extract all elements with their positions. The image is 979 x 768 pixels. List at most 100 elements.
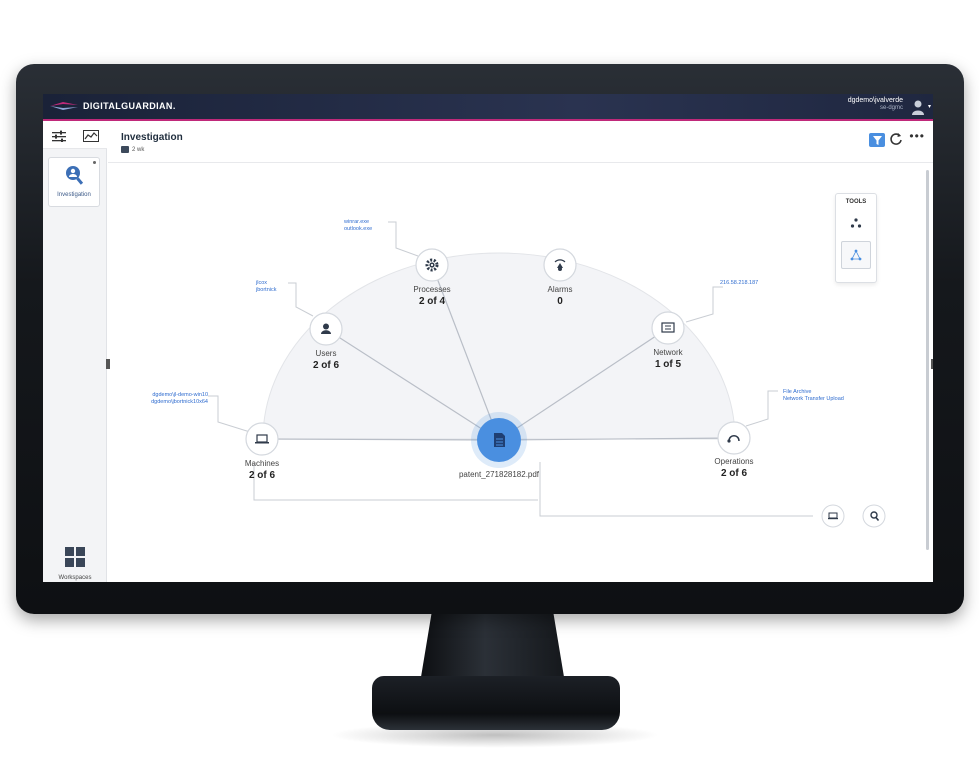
document-icon <box>494 433 505 447</box>
vertical-scrollbar[interactable] <box>926 170 929 550</box>
monitor-neck <box>420 613 565 683</box>
edge-users <box>325 328 500 441</box>
investigation-tile[interactable]: Investigation <box>48 157 100 207</box>
user-name: dgdemo\jvalverde <box>847 97 903 104</box>
tile-indicator <box>93 161 96 164</box>
workspaces-button[interactable]: Workspaces <box>53 546 97 582</box>
tools-panel: TOOLS <box>835 193 877 283</box>
node-count: 2 of 6 <box>312 360 340 371</box>
leaf-item[interactable]: jbortnick <box>256 287 277 293</box>
connector-line <box>253 464 538 501</box>
sliders-icon[interactable] <box>51 130 67 142</box>
laptop-icon <box>828 512 838 520</box>
node-label-alarms[interactable]: Alarms 0 <box>515 285 605 307</box>
gear-icon <box>425 258 439 272</box>
leaf-list-machines: dgdemo\jl-demo-win10 dgdemo\jbortnick10x… <box>138 392 208 406</box>
leaf-item[interactable]: Network Transfer Upload <box>783 396 844 402</box>
user-domain: se-dgmc <box>879 105 903 111</box>
node-label-processes[interactable]: Processes 2 of 4 <box>387 285 477 307</box>
calendar-icon <box>121 146 129 153</box>
triangle-network-icon <box>850 249 862 261</box>
investigation-icon <box>66 166 84 185</box>
node-name: Alarms <box>547 285 573 294</box>
layout-icon <box>850 218 862 228</box>
connector-line-2 <box>539 462 813 517</box>
app-logo[interactable]: DIGITALGUARDIAN. <box>49 100 176 112</box>
edge-processes <box>431 264 500 441</box>
time-range[interactable]: 2 wk <box>121 146 144 153</box>
leaf-item[interactable]: dgdemo\jl-demo-win10 <box>152 392 208 398</box>
node-label-operations[interactable]: Operations 2 of 6 <box>689 457 779 479</box>
node-name: Processes <box>413 285 451 294</box>
app-screen: DIGITALGUARDIAN. dgdemo\jvalverde se-dgm… <box>43 94 933 582</box>
chart-icon[interactable] <box>83 129 99 142</box>
node-circles <box>245 248 751 456</box>
grid-icon <box>65 547 85 567</box>
node-operations <box>717 421 751 455</box>
alarm-icon <box>554 259 566 271</box>
more-options-icon[interactable]: ••• <box>909 129 925 143</box>
operations-icon <box>727 435 740 443</box>
node-name: Network <box>653 348 683 357</box>
right-panel-handle[interactable] <box>931 359 933 369</box>
graph-arc <box>262 252 736 440</box>
logo-wing-icon <box>50 102 78 110</box>
node-count: 0 <box>557 296 563 307</box>
mini-node-laptop <box>821 504 845 528</box>
edge-network <box>498 327 669 441</box>
page-title: Investigation <box>121 132 183 143</box>
node-network <box>651 311 685 345</box>
tool-layout-button[interactable] <box>841 209 871 237</box>
node-name: Operations <box>714 457 754 466</box>
leaf-list-operations: File Archive Network Transfer Upload <box>783 389 844 403</box>
leaf-brackets <box>208 221 778 433</box>
leaf-item[interactable]: 216.58.218.187 <box>720 280 759 286</box>
leaf-item[interactable]: outlook.exe <box>344 226 373 232</box>
left-rail: Investigation Workspaces <box>43 123 107 582</box>
graph-svg <box>208 221 886 528</box>
time-range-value: 2 wk <box>132 146 145 153</box>
workspaces-label: Workspaces <box>58 575 92 581</box>
leaf-item[interactable]: winrar.exe <box>344 219 370 225</box>
tool-triangle-button[interactable] <box>841 241 871 269</box>
leaf-list-processes: winrar.exe outlook.exe <box>344 219 372 233</box>
user-info[interactable]: dgdemo\jvalverde se-dgmc <box>848 97 903 111</box>
node-label-machines[interactable]: Machines 2 of 6 <box>217 459 307 481</box>
leaf-list-users: jlcox jbortnick <box>256 280 276 294</box>
tools-title: TOOLS <box>845 199 867 205</box>
node-label-network[interactable]: Network 1 of 5 <box>623 348 713 370</box>
node-name: Machines <box>244 459 280 468</box>
graph-canvas[interactable]: Processes 2 of 4 Alarms 0 Users 2 of 6 N… <box>106 164 933 582</box>
user-icon <box>321 323 331 334</box>
top-bar: DIGITALGUARDIAN. dgdemo\jvalverde se-dgm… <box>43 94 933 121</box>
avatar-icon[interactable] <box>911 99 925 115</box>
leaf-item[interactable]: dgdemo\jbortnick10x64 <box>151 399 208 405</box>
node-label-users[interactable]: Users 2 of 6 <box>281 349 371 371</box>
node-machines <box>245 422 279 456</box>
center-node-label[interactable]: patent_271828182.pdf <box>458 470 540 479</box>
brand-name: DIGITALGUARDIAN. <box>83 101 176 111</box>
network-icon <box>661 322 675 333</box>
leaf-list-network: 216.58.218.187 <box>720 280 758 287</box>
refresh-icon[interactable] <box>889 132 903 146</box>
graph-edges <box>261 264 735 441</box>
edge-operations <box>498 437 735 441</box>
leaf-item[interactable]: jlcox <box>256 280 268 286</box>
laptop-icon <box>255 434 269 444</box>
node-count: 2 of 6 <box>248 470 276 481</box>
filter-button[interactable] <box>869 133 885 147</box>
investigation-label: Investigation <box>57 192 91 198</box>
node-count: 2 of 4 <box>418 296 446 307</box>
mini-node-investigate <box>862 504 886 528</box>
node-count: 2 of 6 <box>720 468 748 479</box>
rail-toolbar <box>43 123 107 149</box>
node-name: Users <box>315 349 337 358</box>
page-header: Investigation 2 wk ••• <box>108 123 933 163</box>
node-count: 1 of 5 <box>654 359 682 370</box>
search-icon <box>870 511 880 522</box>
left-panel-handle[interactable] <box>106 359 110 369</box>
chevron-down-icon[interactable]: ▾ <box>927 104 931 110</box>
monitor-base <box>372 676 620 730</box>
leaf-item[interactable]: File Archive <box>783 389 812 395</box>
